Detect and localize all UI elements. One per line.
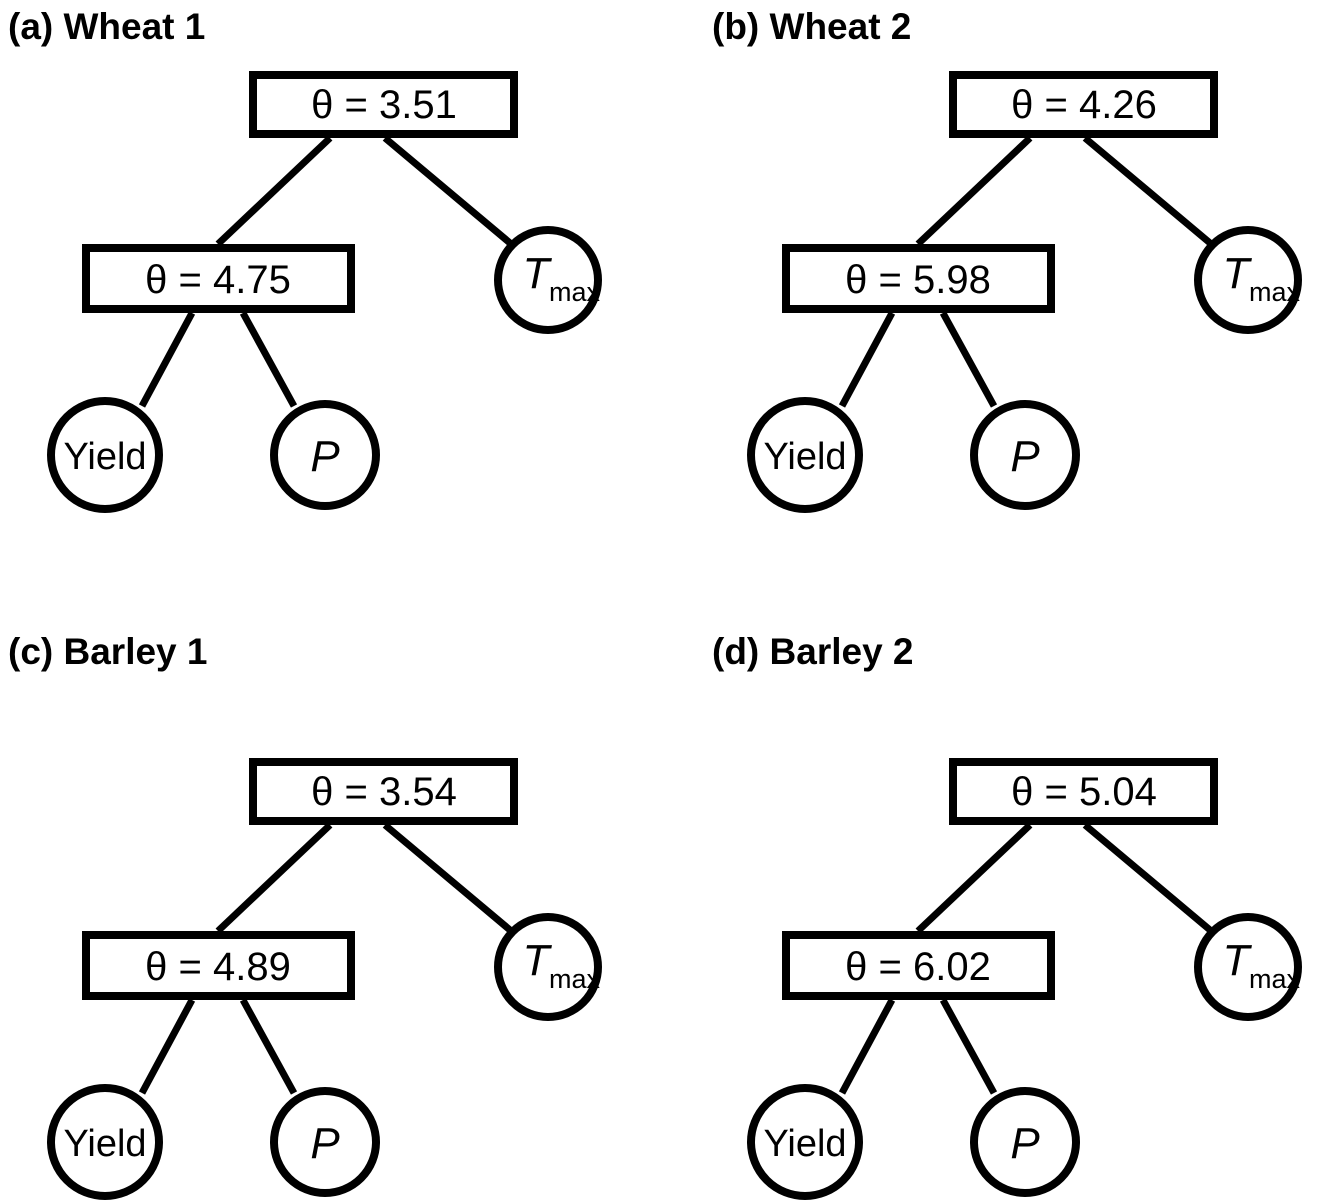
tree-diagram-c: θ = 3.54 θ = 4.89 T max Yield P <box>47 758 602 1200</box>
node-tmax-subscript-c: max <box>549 964 601 994</box>
node-internal-label-c: θ = 4.89 <box>145 945 291 989</box>
panel-barley-2: (d) Barley 2 θ = 5.04 θ = 6.02 T max Yie… <box>660 625 1320 1200</box>
node-yield-label-d: Yield <box>763 1123 846 1165</box>
edge-root-to-internal <box>915 135 1033 247</box>
edge-root-to-internal <box>215 135 333 247</box>
node-yield-label-b: Yield <box>763 436 846 478</box>
edge-internal-to-p <box>939 311 998 408</box>
node-root-box-c[interactable] <box>249 758 518 825</box>
node-p-circle-b[interactable] <box>970 400 1080 510</box>
node-tmax-circle-b[interactable] <box>1194 226 1302 334</box>
node-tmax-label-c: T <box>523 936 553 985</box>
tree-diagram-d: θ = 5.04 θ = 6.02 T max Yield P <box>747 758 1302 1200</box>
edge-internal-to-p <box>939 998 998 1095</box>
edge-root-to-tmax <box>382 135 519 251</box>
node-root-box-d[interactable] <box>949 758 1218 825</box>
edge-internal-to-yield <box>138 311 196 408</box>
edge-internal-to-yield <box>838 311 896 408</box>
edge-internal-to-p <box>239 998 298 1095</box>
panel-title-c: (c) Barley 1 <box>8 631 208 672</box>
node-internal-box-d[interactable] <box>782 931 1055 1000</box>
node-p-label-d: P <box>1010 1119 1040 1168</box>
edge-root-to-tmax <box>382 822 519 938</box>
edge-root-to-tmax <box>1082 822 1219 938</box>
edge-root-to-tmax <box>1082 135 1219 251</box>
node-tmax-label-a: T <box>523 249 553 298</box>
edge-internal-to-p <box>239 311 298 408</box>
node-internal-box-b[interactable] <box>782 244 1055 313</box>
node-tmax-subscript-b: max <box>1249 277 1301 307</box>
node-root-box-b[interactable] <box>949 71 1218 138</box>
node-tmax-label-d: T <box>1223 936 1253 985</box>
node-internal-box-c[interactable] <box>82 931 355 1000</box>
node-yield-label-c: Yield <box>63 1123 146 1165</box>
node-p-circle-a[interactable] <box>270 400 380 510</box>
edge-internal-to-yield <box>838 998 896 1095</box>
edge-root-to-internal <box>915 822 1033 934</box>
node-p-label-b: P <box>1010 432 1040 481</box>
node-root-label-a: θ = 3.51 <box>311 83 457 127</box>
node-yield-label-a: Yield <box>63 436 146 478</box>
panel-wheat-1: (a) Wheat 1 θ = 3.51 θ = 4.75 T max Yiel… <box>0 0 660 575</box>
edge-root-to-internal <box>215 822 333 934</box>
node-root-box-a[interactable] <box>249 71 518 138</box>
node-tmax-subscript-a: max <box>549 277 601 307</box>
panel-barley-1: (c) Barley 1 θ = 3.54 θ = 4.89 T max Yie… <box>0 625 660 1200</box>
node-internal-box-a[interactable] <box>82 244 355 313</box>
edge-internal-to-yield <box>138 998 196 1095</box>
node-tmax-circle-c[interactable] <box>494 913 602 1021</box>
node-p-label-c: P <box>310 1119 340 1168</box>
node-root-label-b: θ = 4.26 <box>1011 83 1157 127</box>
tree-diagram-b: θ = 4.26 θ = 5.98 T max Yield P <box>747 71 1302 513</box>
node-root-label-c: θ = 3.54 <box>311 770 457 814</box>
node-internal-label-a: θ = 4.75 <box>145 258 291 302</box>
panel-title-b: (b) Wheat 2 <box>712 6 912 47</box>
node-p-label-a: P <box>310 432 340 481</box>
node-internal-label-d: θ = 6.02 <box>845 945 991 989</box>
node-tmax-subscript-d: max <box>1249 964 1301 994</box>
node-yield-circle-b[interactable] <box>747 397 863 513</box>
node-tmax-label-b: T <box>1223 249 1253 298</box>
node-tmax-circle-a[interactable] <box>494 226 602 334</box>
panel-wheat-2: (b) Wheat 2 θ = 4.26 θ = 5.98 T max Yiel… <box>660 0 1320 575</box>
panel-title-d: (d) Barley 2 <box>712 631 914 672</box>
node-root-label-d: θ = 5.04 <box>1011 770 1157 814</box>
node-yield-circle-a[interactable] <box>47 397 163 513</box>
tree-diagram-a: θ = 3.51 θ = 4.75 T max Yield P <box>47 71 602 513</box>
node-internal-label-b: θ = 5.98 <box>845 258 991 302</box>
panel-title-a: (a) Wheat 1 <box>8 6 206 47</box>
node-tmax-circle-d[interactable] <box>1194 913 1302 1021</box>
